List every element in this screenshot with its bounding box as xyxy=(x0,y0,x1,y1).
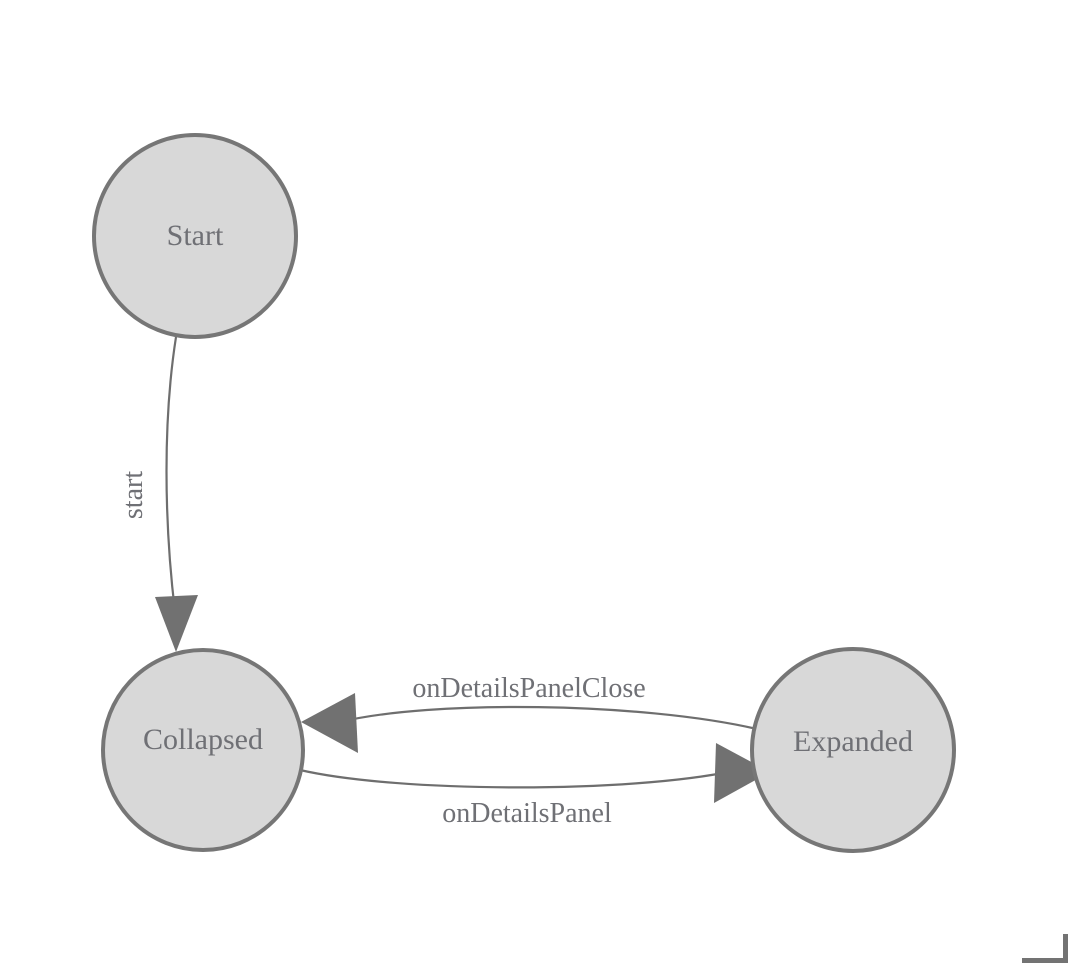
edge-expanded-to-collapsed-arrowhead xyxy=(301,693,358,753)
edge-start-to-collapsed[interactable]: start xyxy=(118,336,198,652)
edge-expanded-to-collapsed-path xyxy=(339,705,758,731)
edge-start-to-collapsed-path xyxy=(165,336,178,613)
edge-expanded-to-collapsed[interactable]: onDetailsPanelClose xyxy=(301,673,758,753)
node-expanded-circle[interactable] xyxy=(750,647,956,853)
edge-label-on-details-panel-close: onDetailsPanelClose xyxy=(412,673,645,704)
node-expanded-label: Expanded xyxy=(793,725,913,758)
node-collapsed-circle[interactable] xyxy=(101,648,305,852)
scrollbar-corner-marks xyxy=(1022,934,1068,963)
edge-collapsed-to-expanded-arrowhead xyxy=(714,743,770,803)
node-collapsed-label: Collapsed xyxy=(143,723,263,756)
node-start-circle[interactable] xyxy=(92,133,298,339)
scrollbar-corner-vertical-mark xyxy=(1063,934,1068,963)
edge-label-on-details-panel: onDetailsPanel xyxy=(442,798,612,829)
edge-collapsed-to-expanded[interactable]: onDetailsPanel xyxy=(299,743,770,829)
edge-label-start: start xyxy=(118,471,149,519)
node-collapsed[interactable]: Collapsed xyxy=(101,648,305,852)
scrollbar-corner-horizontal-mark xyxy=(1022,958,1068,963)
node-start-label: Start xyxy=(167,219,224,252)
node-expanded[interactable]: Expanded xyxy=(750,647,956,853)
edge-start-to-collapsed-arrowhead xyxy=(155,595,198,652)
node-start[interactable]: Start xyxy=(92,133,298,339)
edge-collapsed-to-expanded-path xyxy=(299,768,734,789)
